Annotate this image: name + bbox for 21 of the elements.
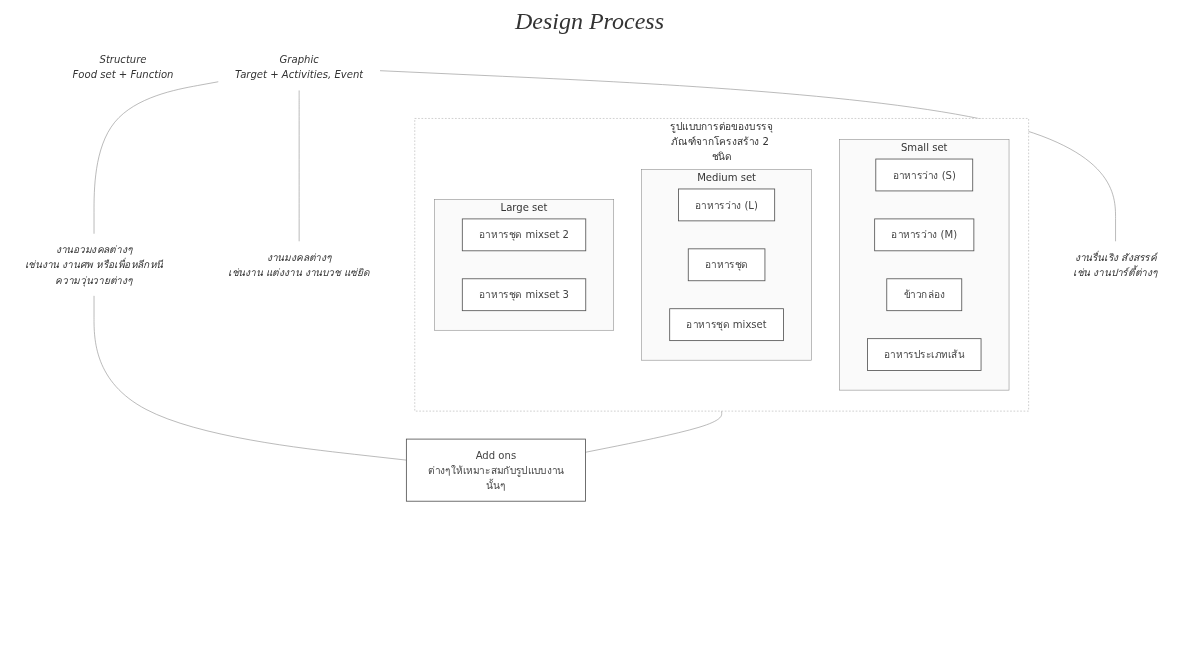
connector [298, 90, 300, 242]
node-box: อาหารชุด [687, 248, 766, 282]
connector [93, 81, 219, 235]
connector [379, 70, 1116, 242]
node-box: อาหารว่าง (L) [678, 188, 776, 222]
connector [585, 410, 722, 453]
node-box: อาหารชุด mixset [669, 308, 784, 342]
node-text: งานอวมงคลต่างๆ เช่นงาน งานศพ หรือเพื่อหลีกหนีความวุ่นวายต่างๆ [25, 243, 163, 286]
node-text: Graphic Target + Activities, Event [235, 53, 364, 81]
node-text: งานรื่นเริง สังสรรค์ เช่น งานปาร์ตี้ต่างๆ [1073, 251, 1158, 279]
node-text: งานมงคลต่างๆ เช่นงาน แต่งงาน งานบวช แซ่ยิด [228, 251, 370, 279]
node-box: อาหารชุด mixset 3 [461, 278, 587, 312]
node-box: อาหารประเภทเส้น [867, 338, 982, 371]
node-box: ข้าวกล่อง [886, 278, 963, 312]
node-box: อาหารว่าง (S) [875, 158, 974, 192]
diagram-title: Design Process [513, 8, 666, 35]
node-box: อาหารว่าง (M) [874, 218, 975, 252]
connector [93, 295, 407, 461]
node-box: อาหารชุด mixset 2 [461, 218, 587, 252]
node-text: Structure Food set + Function [72, 53, 174, 81]
node-box: Add ons ต่างๆให้เหมาะสมกับรูปแบบงานนั้นๆ [405, 438, 586, 502]
